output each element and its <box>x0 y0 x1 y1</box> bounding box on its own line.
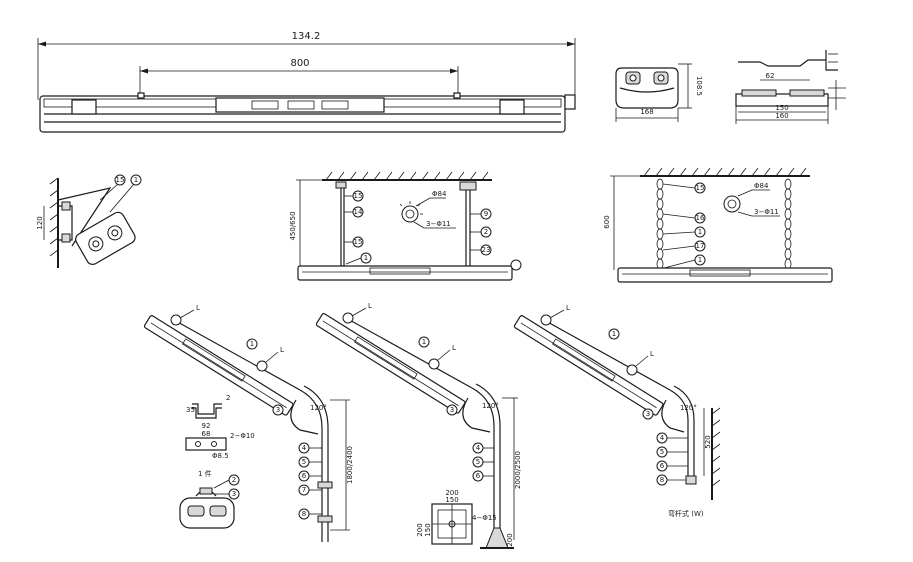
pole3-angle-label: 120° <box>680 404 697 412</box>
pole2-height-label: 2000/2500 <box>514 451 522 489</box>
callout-15: 15 <box>354 192 363 200</box>
side-width2-label: 160 <box>775 112 788 120</box>
rod-d84-label: Φ84 <box>432 190 447 198</box>
clip-thickness-label: 2 <box>226 394 230 402</box>
callout-16: 16 <box>696 214 705 222</box>
callout-8: 8 <box>302 510 306 518</box>
clip-height-label: 35 <box>186 406 195 414</box>
pole-mount-3-view: L 1 L 120° 3 4 5 6 8 520 弯杆式 (W) <box>513 304 721 518</box>
callout-1: 1 <box>698 228 702 236</box>
side-width1-label: 150 <box>775 104 788 112</box>
callout-1: 1 <box>422 338 426 346</box>
callout-23: 23 <box>482 246 491 254</box>
clip-width1-label: 92 <box>202 422 211 430</box>
clip-holes-label: 2−Φ10 <box>230 432 255 440</box>
luminaire-front-view: 134.2 800 <box>37 31 576 133</box>
pole2-angle-label: 120° <box>482 402 499 410</box>
callout-l: L <box>650 350 654 358</box>
clip-detail-view: 35 2 92 68 2−Φ10 Φ8.5 1 件 2 3 <box>179 394 255 529</box>
callout-5: 5 <box>302 458 306 466</box>
overall-length-label: 134.2 <box>292 31 321 42</box>
base-outer-label: 200 <box>445 489 458 497</box>
inner-length-label: 800 <box>290 58 309 69</box>
chain-suspension-view: 600 Φ84 3−Φ11 15 16 1 17 1 <box>603 167 833 283</box>
callout-3: 3 <box>276 406 280 414</box>
single-piece-label: 1 件 <box>198 469 212 478</box>
callout-l: L <box>196 304 200 312</box>
callout-l: L <box>280 346 284 354</box>
callout-4: 4 <box>660 434 665 442</box>
clip-width2-label: 68 <box>202 430 211 438</box>
rod-d11-label: 3−Φ11 <box>426 220 451 228</box>
callout-4: 4 <box>302 444 307 452</box>
clip-slot-label: Φ8.5 <box>212 452 229 460</box>
base-side2-label: 150 <box>424 523 432 536</box>
callout-2: 2 <box>484 228 488 236</box>
callout-7: 7 <box>302 486 306 494</box>
callout-1: 1 <box>364 254 368 262</box>
callout-15: 15 <box>696 184 705 192</box>
callout-1: 1 <box>698 256 702 264</box>
callout-l: L <box>368 302 372 310</box>
pole-mount-1-view: L 1 L 120° 3 4 5 6 7 8 1800/2400 <box>143 304 354 542</box>
luminaire-side-view: 62 150 160 <box>735 50 846 124</box>
suspend-height-label: 450/650 <box>289 211 297 240</box>
callout-6: 6 <box>660 462 665 470</box>
callout-14: 14 <box>354 208 363 216</box>
luminaire-end-view: 168 108.5 <box>615 63 703 122</box>
callout-15: 15 <box>116 176 125 184</box>
pole1-height-label: 1800/2400 <box>346 446 354 484</box>
chain-height-label: 600 <box>603 215 611 228</box>
end-height-label: 108.5 <box>695 76 703 96</box>
callout-l: L <box>452 344 456 352</box>
callout-6: 6 <box>476 472 481 480</box>
callout-6: 6 <box>302 472 307 480</box>
callout-3: 3 <box>450 406 454 414</box>
chain-d84-label: Φ84 <box>754 182 769 190</box>
base-side1-label: 200 <box>416 523 424 536</box>
suspend-rod-view: 450/650 Φ84 3−Φ11 15 14 15 1 9 2 23 <box>289 171 522 281</box>
base-holes-label: 4−Φ15 <box>472 514 497 522</box>
callout-17: 17 <box>696 242 705 250</box>
callout-4: 4 <box>476 444 481 452</box>
callout-5: 5 <box>660 448 664 456</box>
callout-8: 8 <box>660 476 664 484</box>
base-height-label: 200 <box>506 533 514 546</box>
callout-3: 3 <box>232 490 236 498</box>
svg-text:62: 62 <box>766 72 775 80</box>
callout-5: 5 <box>476 458 480 466</box>
pole1-angle-label: 120° <box>310 404 327 412</box>
callout-15: 15 <box>354 238 363 246</box>
callout-l: L <box>566 304 570 312</box>
callout-1: 1 <box>134 176 138 184</box>
base-inner-label: 150 <box>445 496 458 504</box>
wall-bracket-height-label: 120 <box>36 216 44 229</box>
chain-d11-label: 3−Φ11 <box>754 208 779 216</box>
callout-1: 1 <box>250 340 254 348</box>
callout-1: 1 <box>612 330 616 338</box>
pole3-height-label: 520 <box>704 435 712 448</box>
callout-2: 2 <box>232 476 236 484</box>
pole-mount-2-view: L 1 L 120° 3 4 5 6 2000/2500 200 200 150… <box>315 302 522 549</box>
callout-9: 9 <box>484 210 488 218</box>
wall-pole-label: 弯杆式 (W) <box>668 509 704 518</box>
callout-3: 3 <box>646 410 650 418</box>
wall-mount-view: 120 15 1 <box>36 174 142 268</box>
end-width-label: 168 <box>640 108 653 116</box>
